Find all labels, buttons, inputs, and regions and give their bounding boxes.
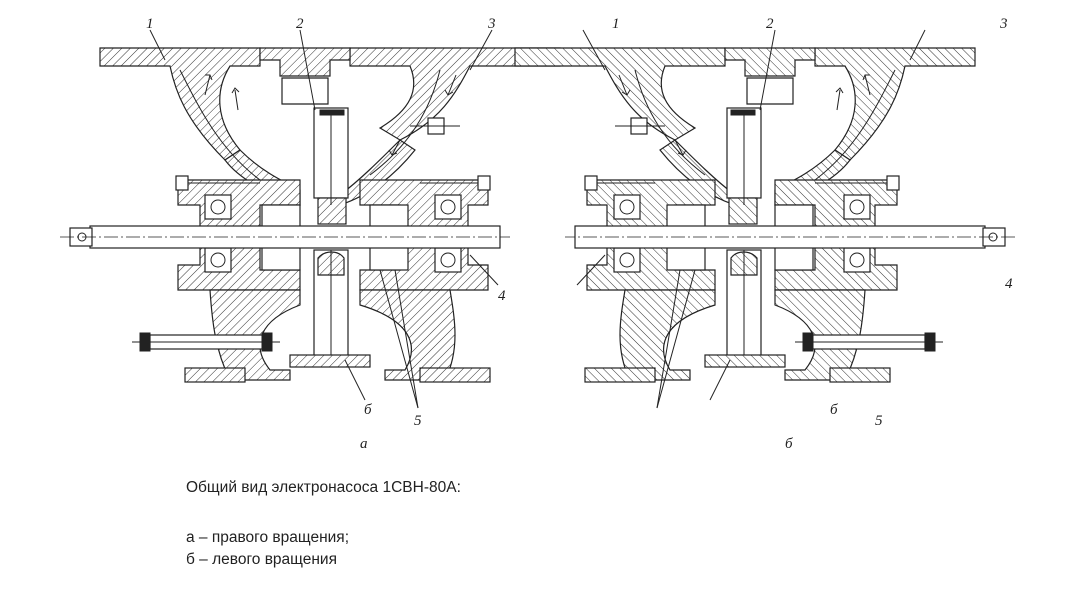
panel-label-a: а	[360, 436, 368, 452]
caption-item-b: б – левого вращения	[186, 551, 337, 568]
caption-item-a: а – правого вращения;	[186, 529, 349, 546]
part-label-1-b: 1	[612, 16, 620, 32]
part-label-5-b: 5	[875, 413, 883, 429]
panel-label-b: б	[785, 436, 793, 452]
part-label-6-b: б	[830, 402, 838, 418]
part-label-6-a: б	[364, 402, 372, 418]
part-label-3-b: 3	[999, 16, 1008, 32]
part-label-3-a: 3	[487, 16, 496, 32]
caption-title: Общий вид электронасоса 1СВН-80А:	[186, 479, 461, 496]
pump-drawing-a	[59, 29, 561, 409]
part-label-2-b: 2	[766, 16, 774, 32]
part-label-2-a: 2	[296, 16, 304, 32]
part-label-4-b: 4	[1005, 276, 1013, 292]
part-label-5-a: 5	[414, 413, 422, 429]
part-label-1-a: 1	[146, 16, 154, 32]
part-label-4-a: 4	[498, 288, 506, 304]
pump-drawing-b	[514, 29, 1016, 409]
